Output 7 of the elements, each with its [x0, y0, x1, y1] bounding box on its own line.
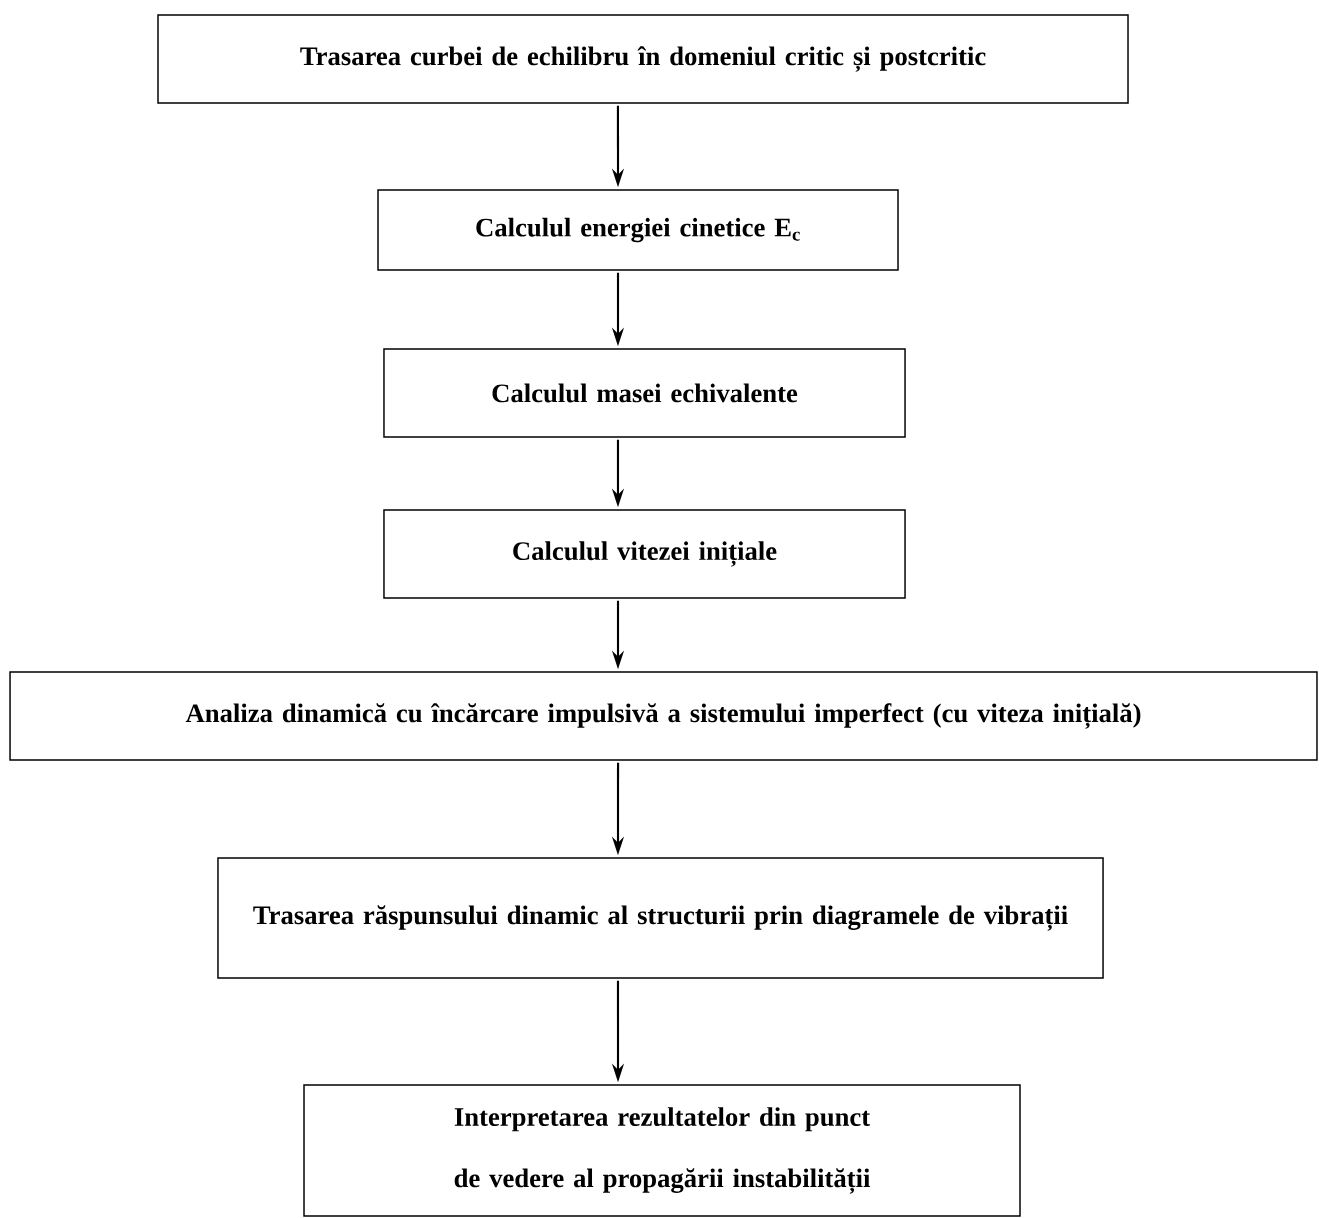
process-box: Trasarea curbei de echilibru în domeniul critic și postcritic [157, 14, 1129, 104]
process-box: Interpretarea rezultatelor din punct de vedere al propagării instabilității [303, 1084, 1021, 1217]
process-box: Calculul masei echivalente [383, 348, 906, 438]
process-box: Calculul energiei cinetice E$_{c}$ [377, 189, 899, 271]
process-box: Analiza dinamică cu încărcare impulsivă a sistemului imperfect (cu viteza inițială) [9, 671, 1318, 761]
process-box: Trasarea răspunsului dinamic al structurii prin diagramele de vibrații [217, 857, 1104, 979]
process-box: Calculul vitezei inițiale [383, 509, 906, 599]
